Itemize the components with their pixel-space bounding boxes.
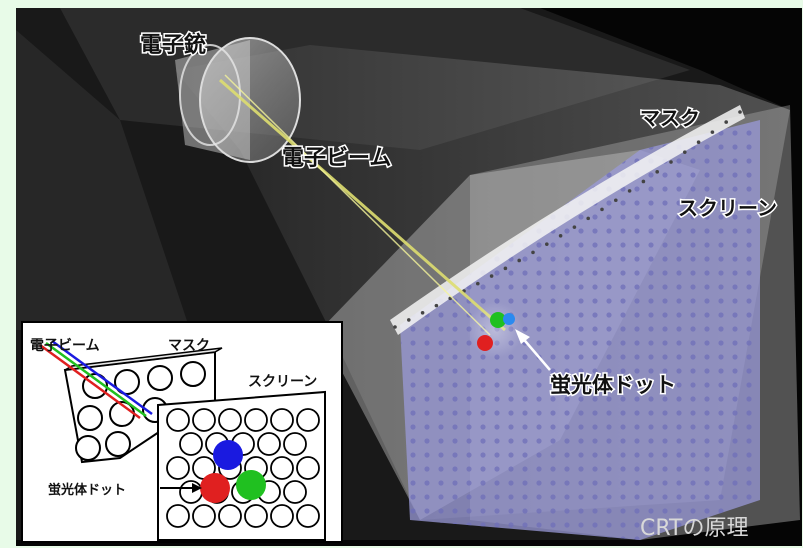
- inset-screen-dot: [296, 504, 320, 528]
- inset-screen-dot: [244, 504, 268, 528]
- mask-hole: [710, 130, 715, 134]
- mask-hole: [407, 318, 411, 322]
- mask-hole: [572, 225, 577, 229]
- inset-label-phosphor-dot: 蛍光体ドット: [48, 482, 126, 498]
- inset-screen-dot: [192, 408, 216, 432]
- mask-hole: [669, 160, 673, 164]
- mask-hole: [600, 207, 604, 212]
- inset-screen-dot: [257, 432, 281, 456]
- inset-screen-dot: [166, 456, 190, 480]
- inset-mask-hole: [147, 365, 173, 391]
- screen-dot-grid: [400, 120, 760, 540]
- inset-screen-dot: [270, 456, 294, 480]
- mask-hole: [434, 303, 439, 308]
- mask-hole: [489, 274, 494, 278]
- inset-mask-hole: [180, 361, 206, 387]
- phosphor-red-dot: [477, 335, 493, 351]
- electron-beam-line-2: [224, 74, 491, 336]
- electron-beam-line: [219, 78, 506, 332]
- label-electron-gun: 電子銃: [140, 32, 206, 58]
- inset-screen-dot: [179, 480, 203, 504]
- inset-label-screen: スクリーン: [248, 374, 317, 390]
- mask-hole: [683, 150, 687, 154]
- mask-hole: [545, 242, 549, 246]
- mask-hole: [531, 250, 535, 255]
- phosphor-green-dot: [490, 312, 506, 328]
- label-mask: マスク: [640, 106, 700, 130]
- mask-hole: [586, 216, 590, 221]
- inset-mask-hole: [114, 369, 140, 395]
- mask-hole: [724, 120, 728, 124]
- inset-screen-dot: [218, 408, 242, 432]
- inset-screen-dot: [270, 504, 294, 528]
- inset-screen-dot: [244, 408, 268, 432]
- caption: CRTの原理: [640, 516, 749, 541]
- inset-beam-green: [45, 341, 147, 418]
- mask-hole: [696, 140, 701, 145]
- inset-screen-dot: [296, 408, 320, 432]
- gun-body: [175, 40, 250, 160]
- inset-green-dot: [236, 470, 266, 500]
- inset-beam-blue: [51, 339, 153, 416]
- mask-hole: [420, 310, 425, 315]
- shadow-mask: [390, 105, 745, 335]
- label-electron-beam: 電子ビーム: [282, 146, 391, 171]
- inset-label-mask: マスク: [168, 338, 210, 354]
- tube-left-face: [16, 30, 190, 330]
- inset-diagram: 電子ビーム マスク スクリーン 蛍光体ドット: [21, 321, 343, 543]
- inset-screen-dot: [179, 432, 203, 456]
- mask-hole: [393, 325, 397, 329]
- inset-screen-dot: [218, 504, 242, 528]
- phosphor-callout-arrowhead: [515, 329, 530, 344]
- inset-screen-dot: [283, 432, 307, 456]
- inset-red-dot: [200, 473, 230, 503]
- inset-blue-dot: [213, 440, 243, 470]
- mask-hole: [476, 281, 480, 286]
- glow-spot: [467, 302, 523, 358]
- inset-beam-red: [39, 343, 141, 420]
- inset-screen-dot: [192, 504, 216, 528]
- mask-hole: [641, 179, 646, 184]
- mask-hole: [503, 266, 508, 271]
- mask-hole: [614, 198, 618, 203]
- mask-hole: [738, 110, 742, 114]
- label-screen: スクリーン: [678, 196, 777, 220]
- mask-hole: [655, 170, 659, 174]
- inset-mask-hole: [105, 431, 131, 457]
- inset-mask-hole: [75, 435, 101, 461]
- inset-phosphor-arrowhead: [192, 483, 202, 493]
- phosphor-blue-dot: [503, 313, 515, 325]
- gun-back-ring: [179, 44, 241, 146]
- inset-mask-hole: [77, 405, 103, 431]
- inset-label-electron-beam: 電子ビーム: [30, 337, 100, 354]
- inset-screen-dot: [270, 408, 294, 432]
- mask-hole: [558, 233, 563, 238]
- label-phosphor-dot: 蛍光体ドット: [550, 373, 676, 397]
- mask-hole: [517, 258, 521, 263]
- inset-screen-dot: [283, 480, 307, 504]
- mask-hole: [627, 189, 632, 193]
- inset-screen-dot: [296, 456, 320, 480]
- inset-screen-dot: [166, 504, 190, 528]
- mask-holes: [393, 110, 742, 329]
- inset-screen-dot: [166, 408, 190, 432]
